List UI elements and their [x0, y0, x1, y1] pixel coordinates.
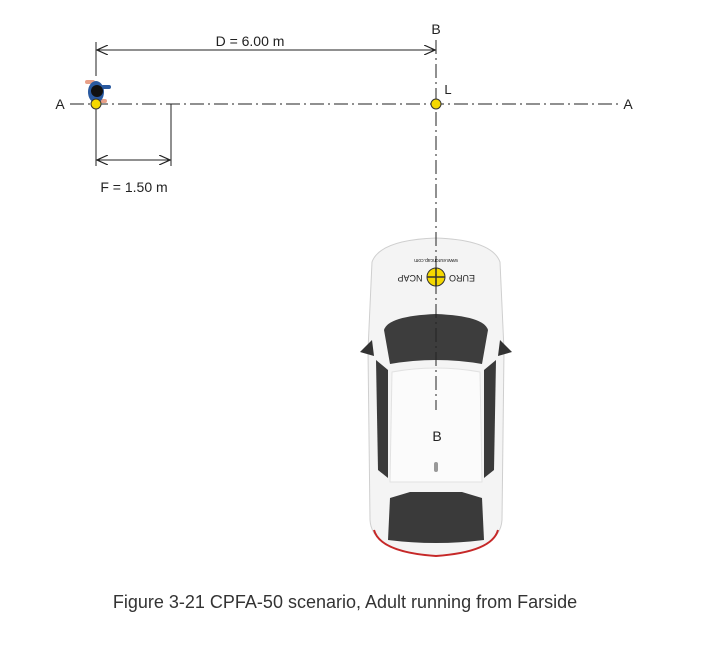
- car-top-view: EURO NCAP www.euroncap.com: [360, 237, 512, 558]
- distance-d-label: D = 6.00 m: [216, 33, 285, 49]
- label-b-bottom: B: [432, 428, 441, 444]
- label-a-left: A: [55, 96, 65, 112]
- pedestrian-marker: [90, 98, 102, 110]
- pedestrian-icon: [85, 80, 111, 103]
- logo-euro: EURO: [449, 273, 475, 283]
- label-a-right: A: [623, 96, 633, 112]
- distance-f-label: F = 1.50 m: [100, 179, 167, 195]
- figure-caption: Figure 3-21 CPFA-50 scenario, Adult runn…: [112, 592, 578, 612]
- label-b-top: B: [431, 21, 440, 37]
- label-l: L: [444, 82, 451, 97]
- logo-ncap: NCAP: [397, 273, 422, 283]
- impact-point-l-marker: [430, 98, 442, 110]
